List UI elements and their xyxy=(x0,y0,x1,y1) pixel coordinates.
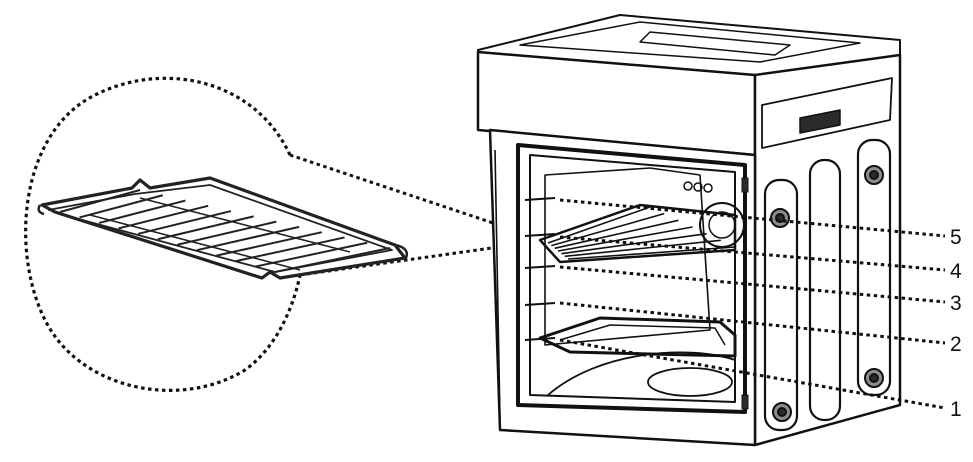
callout-leader-top xyxy=(289,153,521,234)
shelf-level-label-1: 1 xyxy=(950,398,962,421)
shelf-level-callouts: 5 4 3 2 1 xyxy=(559,198,962,421)
oven-icon xyxy=(476,14,902,447)
rack-callout xyxy=(24,76,521,392)
inserted-baking-tray xyxy=(538,316,737,358)
wire-rack-icon xyxy=(37,176,409,280)
level-2-leader xyxy=(559,301,946,345)
level-1-leader xyxy=(559,338,946,410)
level-3-leader xyxy=(559,265,946,304)
side-screws xyxy=(770,165,884,422)
shelf-level-label-3: 3 xyxy=(950,292,962,315)
level-5-leader xyxy=(559,198,946,238)
shelf-level-label-5: 5 xyxy=(950,226,962,249)
callout-bubble-outline xyxy=(24,76,302,392)
inserted-wire-rack xyxy=(538,203,737,264)
shelf-level-label-4: 4 xyxy=(950,260,962,283)
shelf-level-label-2: 2 xyxy=(950,333,962,356)
level-4-leader xyxy=(559,235,946,272)
